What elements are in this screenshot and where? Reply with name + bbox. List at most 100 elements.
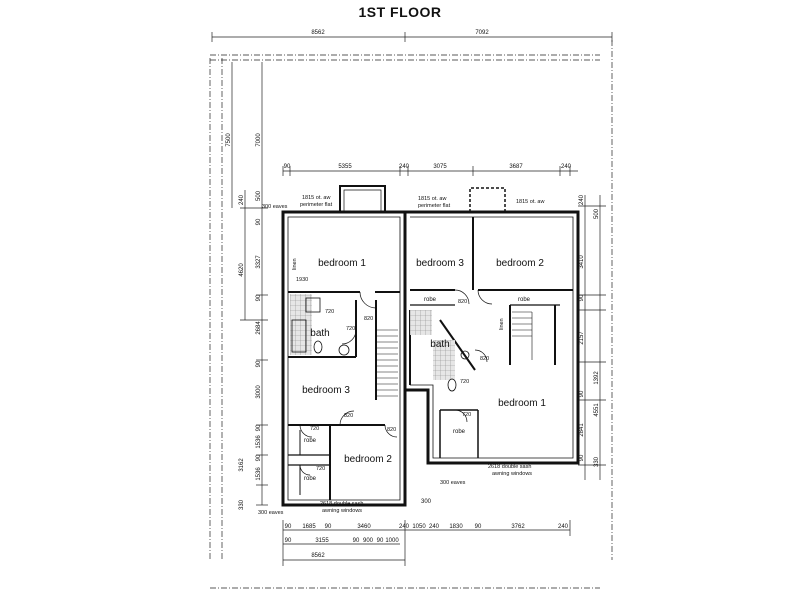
dim-right-f: 1392 bbox=[594, 371, 600, 385]
doors-right bbox=[454, 289, 493, 423]
dim-upper-left-span: 5355 bbox=[338, 164, 352, 170]
dim-right-b: 500 bbox=[594, 208, 600, 219]
note-window-top-right-3: 1815 ot. aw bbox=[516, 199, 544, 205]
dim-bottom-r1-5: 1050 bbox=[412, 524, 426, 530]
note-window-top-right-1: 1815 ot. aw bbox=[418, 196, 446, 202]
note-door-820e: 820 bbox=[480, 356, 489, 362]
dim-left-g: 90 bbox=[256, 294, 262, 301]
dim-right-h: 4551 bbox=[594, 403, 600, 417]
dim-bottom-r2-1: 3155 bbox=[315, 538, 329, 544]
dim-left-m: 1536 bbox=[256, 467, 262, 481]
note-eaves-bottom-left: 300 eaves bbox=[258, 510, 284, 516]
bath-fixtures-left bbox=[291, 297, 350, 356]
right-unit-walls bbox=[405, 187, 580, 465]
note-door-720d: 720 bbox=[316, 466, 325, 472]
room-label-bedroom-2-left: bedroom 2 bbox=[344, 454, 392, 465]
note-door-820a: 820 bbox=[364, 316, 373, 322]
dim-bottom-r2-4: 90 bbox=[377, 538, 384, 544]
dim-right-c: 3410 bbox=[579, 255, 585, 269]
note-door-720b: 720 bbox=[346, 326, 355, 332]
dim-bottom-r1-6: 240 bbox=[429, 524, 440, 530]
note-eaves-bottom-right: 300 eaves bbox=[440, 480, 466, 486]
room-label-robe-right-3: robe bbox=[453, 429, 466, 435]
note-window-bottom-right-2: awning windows bbox=[492, 471, 532, 477]
dim-bottom-eave: 300 bbox=[421, 499, 432, 505]
note-door-820b: 820 bbox=[344, 413, 353, 419]
dim-left-overall-outer: 7500 bbox=[226, 133, 232, 147]
note-linen-right: linen bbox=[499, 318, 505, 330]
dim-right-i: 2841 bbox=[579, 423, 585, 437]
doors-left bbox=[299, 291, 398, 476]
note-door-820d: 820 bbox=[458, 299, 467, 305]
page-title: 1ST FLOOR bbox=[358, 4, 442, 20]
dim-left-d: 3327 bbox=[256, 255, 262, 269]
dim-left-i: 90 bbox=[256, 360, 262, 367]
note-door-1930: 1930 bbox=[296, 277, 308, 283]
dim-bottom-r1-0: 90 bbox=[285, 524, 292, 530]
note-door-720c: 720 bbox=[310, 426, 319, 432]
dim-overall-right: 7092 bbox=[475, 30, 489, 36]
room-label-robe-right-1: robe bbox=[424, 297, 437, 303]
note-door-720a: 720 bbox=[325, 309, 334, 315]
dim-left-a: 240 bbox=[239, 194, 245, 205]
dim-left-h: 3000 bbox=[256, 385, 262, 399]
bath-tiles-left bbox=[290, 294, 312, 355]
dim-upper-left-offset: 90 bbox=[284, 164, 291, 170]
dim-bottom-overall: 8562 bbox=[311, 553, 325, 559]
dim-bottom-r2-3: 900 bbox=[363, 538, 374, 544]
note-window-bottom-left-2: awning windows bbox=[322, 508, 362, 514]
dim-bottom-r1-3: 3460 bbox=[357, 524, 371, 530]
bath-fixtures-right bbox=[447, 350, 470, 392]
room-label-robe-left-1: robe bbox=[304, 438, 317, 444]
note-door-720f: 720 bbox=[462, 412, 471, 418]
dim-upper-right-b: 3687 bbox=[509, 164, 523, 170]
dim-left-f: 2684 bbox=[256, 321, 262, 335]
dim-left-c: 4620 bbox=[239, 263, 245, 277]
dim-bottom-r2-0: 90 bbox=[285, 538, 292, 544]
dim-bottom-r1-9: 3762 bbox=[511, 524, 525, 530]
dim-right-e: 90 bbox=[579, 294, 585, 301]
left-dimensions bbox=[209, 58, 268, 560]
room-label-robe-right-2: robe bbox=[518, 297, 531, 303]
note-door-820c: 820 bbox=[387, 427, 396, 433]
dim-right-j: 90 bbox=[579, 454, 585, 461]
bottom-dimensions bbox=[210, 520, 600, 589]
room-label-bedroom-1-right: bedroom 1 bbox=[498, 398, 546, 409]
top-dimensions bbox=[210, 32, 613, 176]
bath-tiles-right bbox=[433, 340, 455, 380]
dim-bottom-r2-2: 90 bbox=[353, 538, 360, 544]
stairs-left bbox=[376, 329, 398, 397]
room-label-bedroom-1-left: bedroom 1 bbox=[318, 258, 366, 269]
dim-upper-mid-wall: 240 bbox=[399, 164, 410, 170]
left-unit-walls bbox=[281, 185, 407, 507]
note-eaves-top-left: 300 eaves bbox=[262, 204, 288, 210]
note-window-top-left-2: perimeter flat bbox=[300, 202, 333, 208]
dim-right-g: 90 bbox=[579, 390, 585, 397]
dim-right-k: 330 bbox=[594, 456, 600, 467]
dim-left-overall-inner: 7000 bbox=[256, 133, 262, 147]
dim-left-k: 90 bbox=[256, 424, 262, 431]
bath-tiles-right-2 bbox=[410, 310, 432, 335]
room-label-bedroom-3-right: bedroom 3 bbox=[416, 258, 464, 269]
room-label-bedroom-3-left: bedroom 3 bbox=[302, 385, 350, 396]
dim-left-e: 90 bbox=[256, 218, 262, 225]
dim-left-b: 500 bbox=[256, 190, 262, 201]
right-dimensions bbox=[578, 40, 613, 560]
note-window-bottom-left-1: 2618 double sash bbox=[320, 501, 363, 507]
dim-left-j: 3162 bbox=[239, 458, 245, 472]
dim-upper-right-a: 3075 bbox=[433, 164, 447, 170]
dim-upper-right-wall: 240 bbox=[561, 164, 572, 170]
note-window-top-right-2: perimeter flat bbox=[418, 203, 451, 209]
note-linen-left: linen bbox=[292, 258, 298, 270]
dim-bottom-r1-2: 90 bbox=[325, 524, 332, 530]
dim-bottom-r1-4: 240 bbox=[399, 524, 410, 530]
room-label-bath-left: bath bbox=[310, 328, 329, 339]
room-label-bath-right: bath bbox=[430, 339, 449, 350]
dim-right-a: 240 bbox=[579, 194, 585, 205]
dim-bottom-r1-7: 1830 bbox=[449, 524, 463, 530]
dim-bottom-r1-8: 90 bbox=[475, 524, 482, 530]
note-window-top-left-1: 1815 ot. aw bbox=[302, 195, 330, 201]
dim-bottom-r1-1: 1685 bbox=[302, 524, 316, 530]
dim-right-d: 2157 bbox=[579, 331, 585, 345]
